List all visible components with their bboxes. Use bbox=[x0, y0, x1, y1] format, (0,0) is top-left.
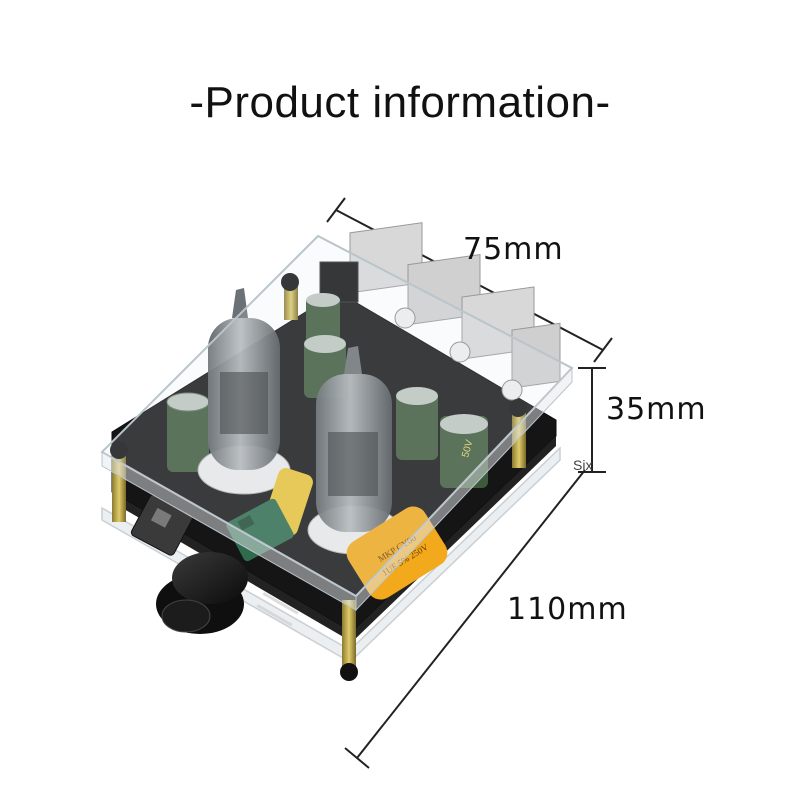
svg-text:50V: 50V bbox=[460, 438, 475, 458]
volume-knob[interactable] bbox=[156, 552, 248, 634]
dimension-height-label: 35mm bbox=[606, 392, 707, 427]
side-mark-label: Six bbox=[573, 457, 593, 473]
dimension-line-length bbox=[344, 469, 586, 769]
silkscreen-text bbox=[256, 592, 299, 627]
page-title: -Product information- bbox=[189, 78, 611, 127]
rca-jacks bbox=[349, 222, 561, 401]
dimension-width-label: 75mm bbox=[463, 232, 564, 267]
dimension-length-label: 110mm bbox=[507, 592, 628, 627]
electrolytic-capacitors: 50V bbox=[166, 293, 488, 488]
vacuum-tube-left bbox=[197, 288, 291, 495]
slide-switch[interactable] bbox=[130, 493, 194, 556]
